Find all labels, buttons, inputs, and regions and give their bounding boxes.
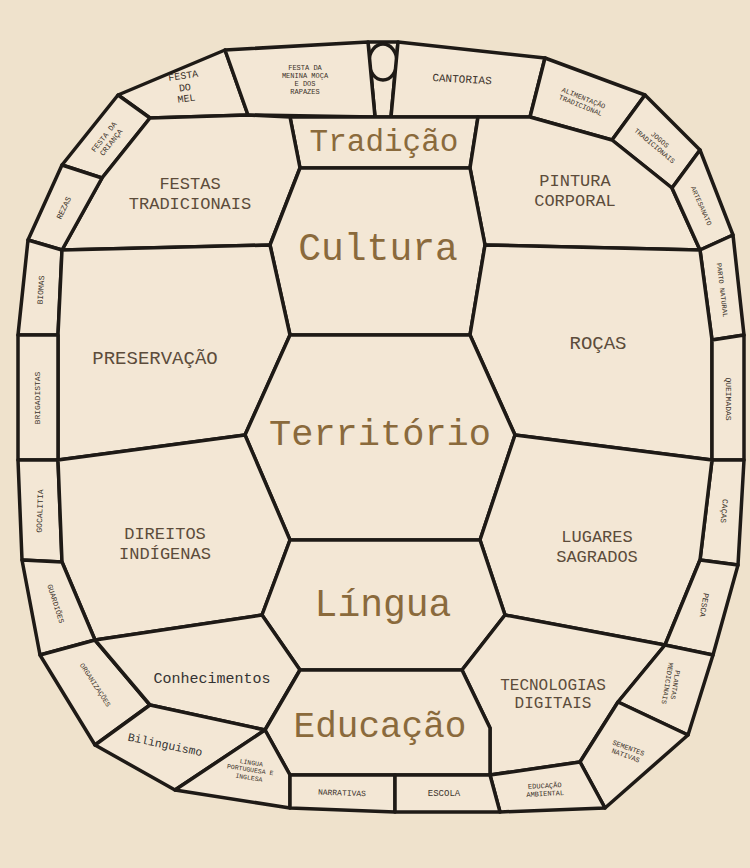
label-anchor: DIREITOS INDÍGENAS xyxy=(114,525,216,564)
plate-label: EDUCAÇÃO AMBIENTAL xyxy=(524,781,567,799)
plate-label: FESTA DO MEL xyxy=(166,69,203,108)
plate-shape xyxy=(225,42,375,117)
marginal-plate: QUEIMADAS xyxy=(707,330,749,465)
marginal-plate: NARRATIVAS xyxy=(285,770,400,817)
marginal-plate: BRIGADISTAS xyxy=(13,330,63,465)
marginal-plate: PESCA xyxy=(660,555,743,660)
label-anchor: GOCALITIA xyxy=(35,489,46,533)
plate-shape xyxy=(58,435,290,640)
plate-shape xyxy=(18,460,62,562)
plate-label: NARRATIVAS xyxy=(318,788,366,799)
plate-shape xyxy=(265,670,490,775)
label-anchor: ROÇAS xyxy=(569,334,626,356)
plate-label: TECNOLOGIAS DIGITAIS xyxy=(498,677,608,714)
plate-title: Tradição xyxy=(310,125,459,161)
plate-title: Língua xyxy=(315,584,452,628)
label-anchor: FESTAS TRADICIONAIS xyxy=(126,175,254,214)
label-anchor: Cultura xyxy=(298,228,458,272)
central-plate: Educação xyxy=(260,665,495,780)
plate-label: QUEIMADAS xyxy=(723,377,732,420)
marginal-plate: CANTORIAS xyxy=(386,37,550,122)
plate-label: ESCOLA xyxy=(428,789,460,799)
plate-shape xyxy=(22,560,95,655)
plate-title: Território xyxy=(269,414,491,457)
plate-shape xyxy=(391,42,545,117)
plate-label: Conhecimentos xyxy=(153,671,270,688)
plate-shape xyxy=(175,730,290,808)
label-anchor: PINTURA CORPORAL xyxy=(529,172,621,211)
costal-plate: PINTURA CORPORAL xyxy=(465,112,705,255)
label-anchor: PRESERVAÇÃO xyxy=(92,349,217,371)
label-anchor: Território xyxy=(269,414,491,457)
label-anchor: FESTA DO MEL xyxy=(166,69,203,108)
label-anchor: BRIGADISTAS xyxy=(33,372,42,425)
label-anchor: ESCOLA xyxy=(428,789,460,799)
plate-label: PINTURA CORPORAL xyxy=(529,172,621,211)
plate-shape xyxy=(245,335,515,540)
plate-shape xyxy=(290,775,395,812)
plate-shape xyxy=(470,117,700,250)
label-anchor: Língua xyxy=(315,584,452,628)
label-anchor: Tradição xyxy=(310,125,459,161)
plate-shape xyxy=(270,168,485,335)
label-anchor: FESTA DA MENINA MOÇA E DOS RAPAZES xyxy=(281,64,329,96)
marginal-plate: LÍNGUA PORTUGUESA E INGLESA xyxy=(170,725,295,813)
plate-label: BRIGADISTAS xyxy=(33,372,42,425)
plate-shape xyxy=(712,335,744,460)
label-anchor: TECNOLOGIAS DIGITAIS xyxy=(498,677,608,714)
plate-shape xyxy=(18,335,58,460)
plate-label: GOCALITIA xyxy=(35,489,46,533)
marginal-plate: EDUCAÇÃO AMBIENTAL xyxy=(485,757,610,817)
plate-shape xyxy=(490,762,605,812)
central-plate: Língua xyxy=(257,535,510,675)
plate-shape xyxy=(18,240,62,335)
plate-label: DIREITOS INDÍGENAS xyxy=(114,525,216,564)
label-anchor: Educação xyxy=(294,707,467,748)
plate-label: LUGARES SAGRADOS xyxy=(551,528,643,567)
label-anchor: QUEIMADAS xyxy=(723,377,732,420)
plate-shape xyxy=(672,150,733,250)
plate-shape xyxy=(395,775,500,812)
plate-label: FESTA DA MENINA MOÇA E DOS RAPAZES xyxy=(281,64,329,96)
label-anchor: Conhecimentos xyxy=(153,671,270,688)
plate-title: Educação xyxy=(294,707,467,748)
costal-plate: DIREITOS INDÍGENAS xyxy=(53,430,295,645)
label-anchor: NARRATIVAS xyxy=(318,788,366,799)
plate-shape xyxy=(262,540,505,670)
central-plate: Território xyxy=(240,330,520,545)
central-plate: Cultura xyxy=(265,163,490,340)
plate-title: Cultura xyxy=(298,228,458,272)
label-anchor: LUGARES SAGRADOS xyxy=(551,528,643,567)
marginal-plate: FESTA DA MENINA MOÇA E DOS RAPAZES xyxy=(220,37,380,122)
plate-label: ROÇAS xyxy=(569,334,626,356)
plate-label: FESTAS TRADICIONAIS xyxy=(126,175,254,214)
plate-shape xyxy=(95,615,300,730)
plate-shape xyxy=(665,560,738,655)
label-anchor: EDUCAÇÃO AMBIENTAL xyxy=(524,781,567,799)
marginal-plate: ESCOLA xyxy=(390,770,505,817)
central-plate: Tradição xyxy=(285,112,483,173)
nuchal-circle xyxy=(369,44,397,80)
plate-label: PRESERVAÇÃO xyxy=(92,349,217,371)
plate-shape xyxy=(28,165,102,250)
plate-shape xyxy=(290,117,478,168)
